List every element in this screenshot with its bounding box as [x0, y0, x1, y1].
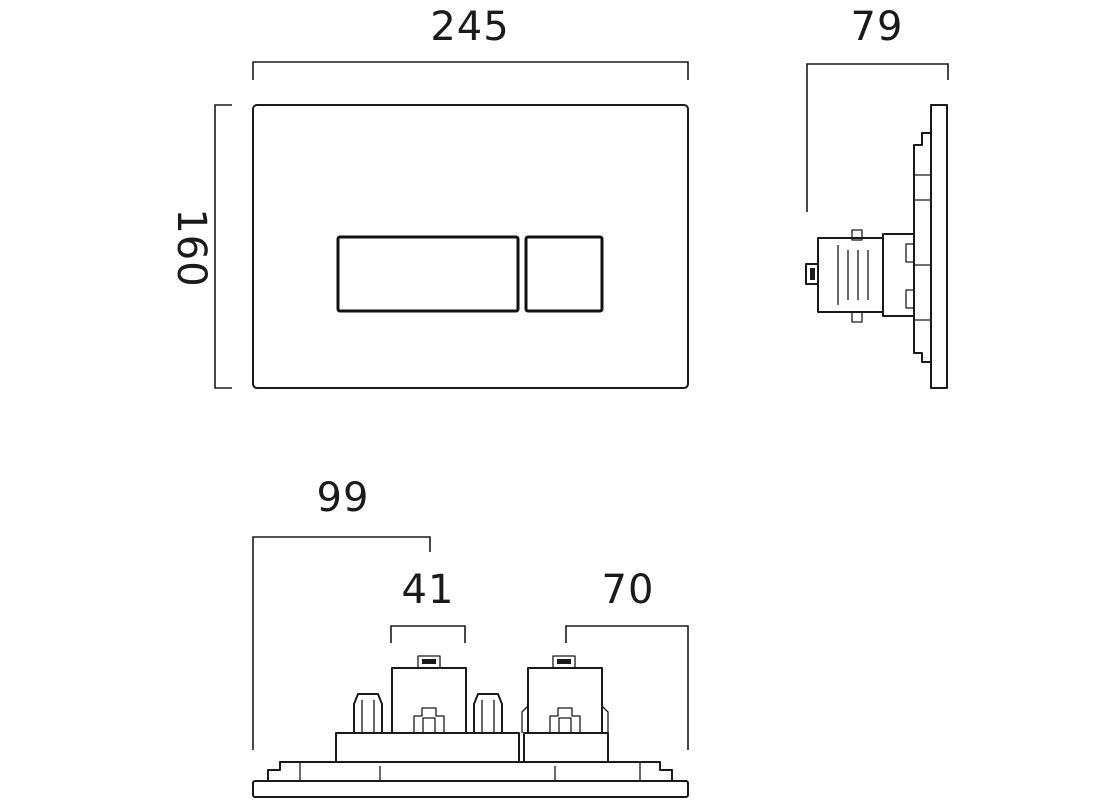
side-spigot-nut — [810, 268, 815, 280]
side-mount-tab — [905, 289, 915, 309]
dimension-width-bracket — [252, 61, 689, 80]
bottom-view: 99 41 70 — [252, 475, 689, 798]
dimension-bottom-overall-label: 99 — [317, 475, 370, 521]
bottom-actuator-left — [391, 667, 467, 734]
bottom-actuator-right-tab — [521, 705, 529, 733]
dimension-depth-bracket — [806, 63, 949, 212]
bottom-post-left-1 — [353, 693, 383, 733]
bottom-actuator-right-latch — [558, 717, 572, 734]
bottom-actuator-right-nut — [557, 659, 571, 664]
side-actuator-clip — [851, 311, 863, 323]
dimension-bottom-left-bracket — [390, 625, 466, 643]
dimension-bottom-right-bracket — [565, 625, 689, 750]
full-flush-button — [336, 235, 520, 313]
bottom-plate — [252, 780, 689, 798]
side-spigot — [805, 263, 819, 285]
dimension-width: 245 — [252, 4, 689, 80]
dimension-bottom-overall-bracket — [252, 536, 431, 750]
side-view: 79 — [805, 4, 949, 389]
bottom-actuator-right — [527, 667, 603, 734]
bottom-mount-block-left — [335, 732, 520, 763]
side-mount-tab — [905, 243, 915, 263]
dimension-width-label: 245 — [430, 4, 509, 50]
dimension-bottom-right: 70 — [565, 567, 689, 750]
dimension-height-label: 160 — [168, 208, 214, 287]
dimension-bottom-right-label: 70 — [602, 567, 655, 613]
dimension-bottom-left: 41 — [390, 567, 466, 643]
bottom-backplate — [267, 761, 673, 781]
dimension-height-bracket — [214, 104, 232, 389]
dimension-height: 160 — [168, 104, 232, 389]
side-backplate — [913, 132, 931, 363]
bottom-actuator-right-spigot — [552, 655, 576, 669]
side-plate-edge — [930, 104, 948, 389]
bottom-actuator-left-clip — [413, 707, 445, 733]
bottom-actuator-right-clip — [549, 707, 581, 733]
bottom-actuator-left-spigot — [417, 655, 441, 669]
flush-plate — [252, 104, 689, 389]
bottom-mount-block-right — [523, 732, 609, 763]
side-mount-block — [882, 233, 915, 317]
dimension-bottom-overall: 99 — [252, 475, 431, 750]
front-view: 245 160 — [168, 4, 689, 389]
bottom-actuator-left-latch — [422, 717, 436, 734]
bottom-actuator-left-nut — [422, 659, 436, 664]
side-actuator-clip — [851, 229, 863, 241]
dimension-bottom-left-label: 41 — [402, 567, 455, 613]
dimension-depth: 79 — [806, 4, 949, 212]
half-flush-button — [524, 235, 604, 313]
bottom-post-left-2 — [473, 693, 503, 733]
side-actuator-body — [817, 237, 884, 313]
bottom-actuator-right-tab — [601, 705, 609, 733]
dimension-depth-label: 79 — [851, 4, 904, 50]
